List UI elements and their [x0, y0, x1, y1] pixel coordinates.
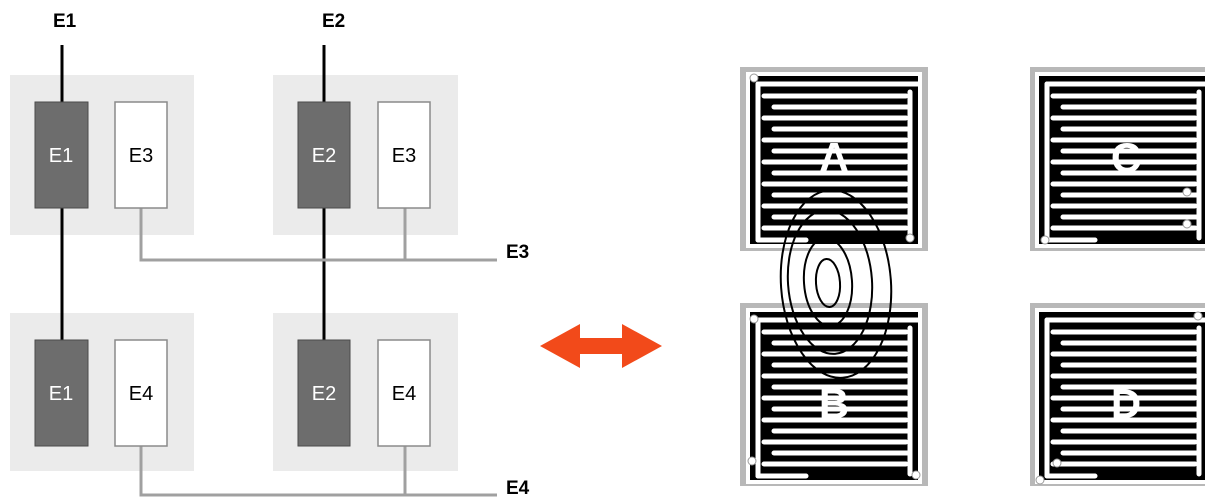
quadrant-label-d: D: [1111, 380, 1141, 427]
cell-dark-label: E2: [312, 145, 336, 167]
electrode-box-light: [377, 101, 431, 209]
cell-dark-label: E1: [49, 145, 73, 167]
cell-dark-label: E1: [49, 383, 73, 405]
cell-dark-label: E2: [312, 383, 336, 405]
electrode-box-dark: [34, 101, 89, 209]
electrode-box-light: [377, 339, 431, 447]
electrode-box-light: [114, 101, 168, 209]
quadrant-label-a: A: [819, 134, 849, 181]
quadrant-label-b: B: [819, 380, 849, 427]
electrode-wires-dark: [60, 45, 326, 340]
quadrant-label-c: C: [1111, 134, 1141, 181]
cell-light-label: E3: [392, 145, 416, 167]
right-diagram: A C B D: [740, 67, 1205, 486]
electrode-pad-c: C: [1030, 67, 1205, 251]
spiral-coil-icon: [779, 189, 893, 379]
top-label-e2: E2: [322, 11, 345, 32]
cell-light-label: E4: [392, 383, 416, 405]
electrode-pad-d: D: [1030, 303, 1205, 486]
cell-light-label: E4: [129, 383, 153, 405]
electrode-wires-gray: [139, 208, 497, 497]
electrode-box-dark: [34, 339, 89, 447]
electrode-pad-a: A: [740, 67, 928, 251]
electrode-box-dark: [297, 101, 351, 209]
top-label-e1: E1: [53, 11, 77, 32]
right-label-e3: E3: [506, 242, 529, 263]
electrode-pad-b: B: [740, 303, 928, 486]
electrode-box-dark: [297, 339, 351, 447]
electrode-box-light: [114, 339, 168, 447]
right-label-e4: E4: [506, 478, 530, 498]
left-diagram: E1 E2 E1 E3: [10, 11, 530, 498]
double-headed-arrow-icon: [540, 324, 662, 368]
cell-light-label: E3: [129, 145, 153, 167]
